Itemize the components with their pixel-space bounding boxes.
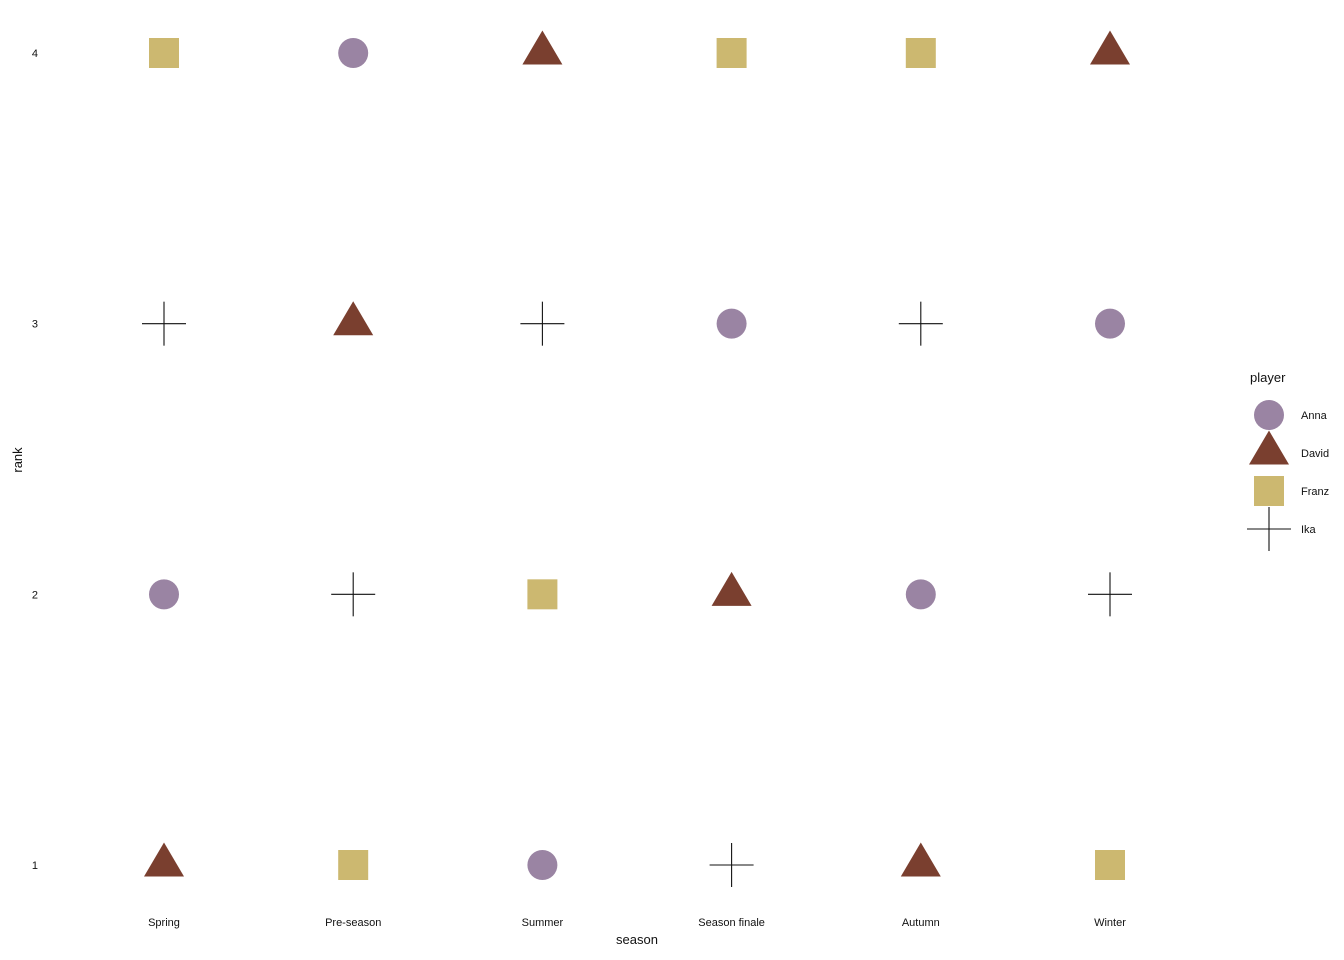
y-axis-tick-labels: 1 2 3 4 bbox=[32, 48, 38, 872]
y-tick-label: 1 bbox=[32, 860, 38, 872]
legend-key-circle-icon bbox=[1254, 400, 1284, 430]
y-tick-label: 4 bbox=[32, 48, 38, 60]
x-tick-label: Pre-season bbox=[325, 917, 381, 929]
point-david-0 bbox=[144, 842, 184, 877]
x-tick-label: Spring bbox=[148, 917, 180, 929]
point-franz-5 bbox=[1095, 850, 1125, 880]
point-franz-4 bbox=[905, 38, 936, 68]
plot-area bbox=[142, 30, 1132, 887]
legend-label: David bbox=[1301, 448, 1329, 460]
point-franz-2 bbox=[527, 579, 558, 610]
y-tick-label: 3 bbox=[32, 319, 38, 331]
point-ika-3 bbox=[709, 843, 754, 887]
point-ika-2 bbox=[520, 301, 565, 346]
x-tick-label: Autumn bbox=[902, 917, 940, 929]
legend-label: Ika bbox=[1301, 524, 1317, 536]
legend-item-anna: Anna bbox=[1254, 400, 1328, 430]
legend-label: Franz bbox=[1301, 486, 1329, 498]
point-anna-4 bbox=[905, 579, 936, 610]
point-david-4 bbox=[900, 842, 941, 877]
point-anna-2 bbox=[527, 850, 558, 880]
legend-key-plus-icon bbox=[1247, 507, 1291, 551]
x-tick-label: Summer bbox=[522, 917, 564, 929]
legend-title: player bbox=[1250, 370, 1286, 385]
point-ika-1 bbox=[331, 572, 376, 617]
y-tick-label: 2 bbox=[32, 589, 38, 601]
point-david-5 bbox=[1090, 30, 1130, 65]
legend-item-franz: Franz bbox=[1254, 476, 1329, 506]
point-franz-1 bbox=[338, 850, 369, 880]
x-axis-tick-labels: Spring Pre-season Summer Season finale Autum… bbox=[148, 917, 1126, 929]
legend-key-square-icon bbox=[1254, 476, 1284, 506]
point-anna-5 bbox=[1095, 308, 1125, 339]
x-tick-label: Season finale bbox=[698, 917, 765, 929]
point-anna-0 bbox=[149, 579, 179, 610]
point-ika-4 bbox=[898, 301, 943, 346]
x-tick-label: Winter bbox=[1094, 917, 1126, 929]
point-david-2 bbox=[522, 30, 563, 65]
legend-key-triangle-icon bbox=[1249, 430, 1289, 465]
legend-item-ika: Ika bbox=[1247, 507, 1317, 551]
point-ika-5 bbox=[1088, 572, 1132, 617]
point-anna-3 bbox=[716, 308, 747, 339]
point-franz-0 bbox=[149, 38, 179, 68]
legend-item-david: David bbox=[1249, 430, 1329, 465]
point-anna-1 bbox=[338, 38, 369, 68]
point-ika-0 bbox=[142, 301, 186, 346]
point-david-3 bbox=[711, 571, 752, 606]
point-franz-3 bbox=[716, 38, 747, 68]
y-axis-title: rank bbox=[10, 447, 25, 473]
x-axis-title: season bbox=[616, 932, 658, 947]
point-david-1 bbox=[333, 301, 374, 336]
legend-label: Anna bbox=[1301, 410, 1328, 422]
